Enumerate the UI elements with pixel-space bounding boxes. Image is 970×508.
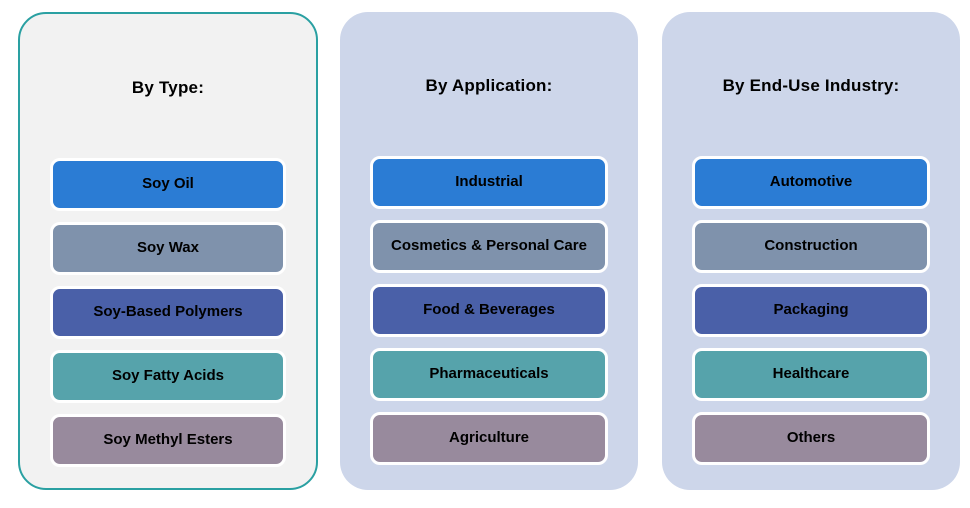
item-others: Others	[692, 412, 930, 465]
item-automotive: Automotive	[692, 156, 930, 209]
item-soy-fatty-acids: Soy Fatty Acids	[50, 350, 286, 403]
panel-by-end-use-industry: By End-Use Industry: Automotive Construc…	[662, 12, 960, 490]
item-pharmaceuticals: Pharmaceuticals	[370, 348, 608, 401]
item-construction: Construction	[692, 220, 930, 273]
item-agriculture: Agriculture	[370, 412, 608, 465]
item-industrial: Industrial	[370, 156, 608, 209]
panel-by-type: By Type: Soy Oil Soy Wax Soy-Based Polym…	[18, 12, 318, 490]
item-healthcare: Healthcare	[692, 348, 930, 401]
panel-title-by-type: By Type:	[131, 78, 205, 97]
end-use-item-list: Automotive Construction Packaging Health…	[692, 156, 930, 465]
item-soy-methyl-esters: Soy Methyl Esters	[50, 414, 286, 467]
item-soy-wax: Soy Wax	[50, 222, 286, 275]
type-item-list: Soy Oil Soy Wax Soy-Based Polymers Soy F…	[50, 158, 286, 467]
item-soy-based-polymers: Soy-Based Polymers	[50, 286, 286, 339]
item-packaging: Packaging	[692, 284, 930, 337]
item-cosmetics-personal-care: Cosmetics & Personal Care	[370, 220, 608, 273]
item-soy-oil: Soy Oil	[50, 158, 286, 211]
panel-title-by-end-use: By End-Use Industry:	[722, 76, 900, 95]
panel-by-application: By Application: Industrial Cosmetics & P…	[340, 12, 638, 490]
item-food-beverages: Food & Beverages	[370, 284, 608, 337]
panel-title-by-application: By Application:	[425, 76, 553, 95]
application-item-list: Industrial Cosmetics & Personal Care Foo…	[370, 156, 608, 465]
